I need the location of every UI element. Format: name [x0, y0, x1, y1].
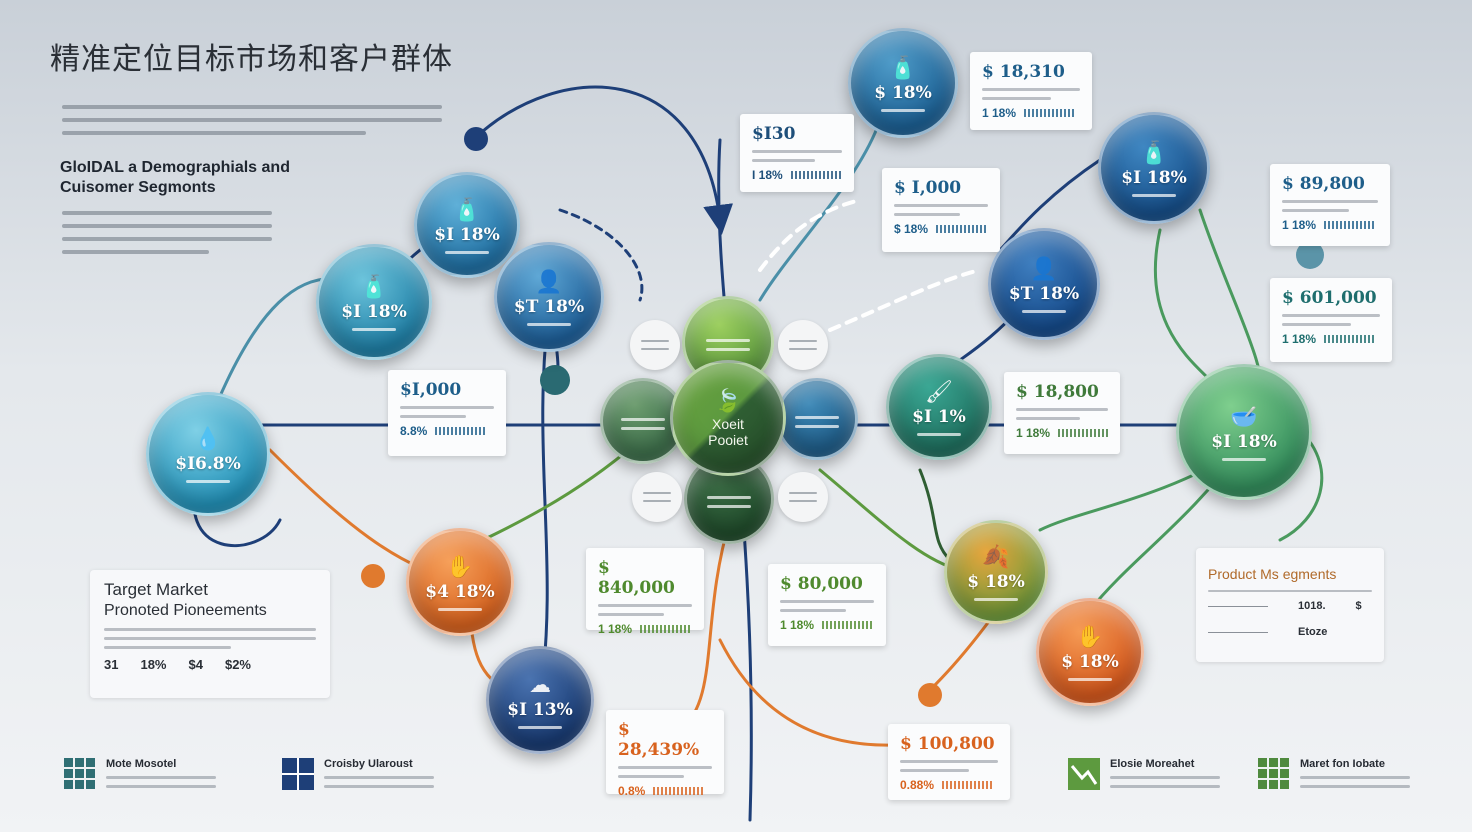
target-stat-2: 18%	[140, 657, 167, 672]
bottle-icon: 🧴	[453, 196, 481, 222]
segment-node-value: $ 18%	[874, 82, 932, 103]
center-label-2: Pooiet	[708, 432, 748, 448]
chart-icon	[1068, 758, 1100, 790]
connector-dot-orange-bottom	[918, 683, 942, 707]
segment-node-7[interactable]: 👤 $T 18%	[988, 228, 1100, 340]
segment-node-value: $I6.8%	[175, 453, 241, 474]
grid-icon	[64, 758, 95, 789]
segment-node-value: $T 18%	[1008, 283, 1080, 304]
leaf-icon: 🍃	[714, 388, 742, 413]
mini-node-1	[630, 320, 680, 370]
value-card-1: $ 18,310 1 18%	[970, 52, 1092, 130]
intro-text-block	[62, 96, 442, 144]
mini-node-3	[632, 472, 682, 522]
value-card-7: $ 18,800 1 18%	[1004, 372, 1120, 454]
mini-node-4	[778, 472, 828, 522]
product-title: Product Ms egments	[1208, 566, 1337, 582]
center-label-1: Xoeit	[712, 416, 744, 432]
leaf-icon: 🍂	[982, 543, 1010, 569]
product-row-1: 1018.	[1298, 600, 1326, 612]
segment-node-5[interactable]: 🧴 $ 18%	[848, 28, 958, 138]
connector-dot-orange-left	[361, 564, 385, 588]
page-title: 精准定位目标市场和客户群体	[50, 42, 453, 77]
person-icon: 👤	[1030, 255, 1058, 281]
product-row-2: Etoze	[1298, 626, 1328, 638]
segment-node-value: $I 18%	[1121, 167, 1187, 188]
segment-node-13[interactable]: ☁ $I 13%	[486, 646, 594, 754]
subtitle-text-block	[62, 202, 272, 263]
value-card-4: $ 89,800 1 18%	[1270, 164, 1390, 246]
person-icon: 👤	[535, 268, 563, 294]
target-title-1: Target Market	[104, 580, 208, 599]
value-card-11: $ 100,800 0.88%	[888, 724, 1010, 800]
segment-node-3[interactable]: 👤 $T 18%	[494, 242, 604, 352]
center-hub-node[interactable]: 🍃 Xoeit Pooiet	[670, 360, 786, 476]
footer-item-2: Croisby Ularoust	[282, 758, 434, 794]
value-card-8: $ 840,000 1 18%	[586, 548, 704, 636]
cross-grid-icon	[282, 758, 314, 790]
product-segments-box: Product Ms egments 1018. $ Etoze	[1196, 548, 1384, 662]
mini-node-2	[778, 320, 828, 370]
segment-node-value: $4 18%	[425, 581, 495, 602]
footer-item-1: Mote Mosotel	[64, 758, 216, 794]
target-market-box: Target Market Pronoted Pioneements 31 18…	[90, 570, 330, 698]
brush-icon: 🖌	[925, 378, 953, 404]
bottle-icon: 🧴	[889, 54, 917, 80]
bottle-icon: 🧴	[360, 273, 388, 299]
target-stat-3: $4	[188, 657, 203, 672]
connector-dot-right	[1296, 241, 1324, 269]
bottle-icon: 🧴	[1140, 139, 1168, 165]
segment-node-10[interactable]: ✋ $4 18%	[406, 528, 514, 636]
target-title-2: Pronoted Pioneements	[104, 602, 267, 619]
drop-icon: 💧	[194, 425, 222, 451]
target-stat-1: 31	[104, 657, 119, 672]
footer-item-4: Maret fon Iobate	[1258, 758, 1410, 794]
segment-node-value: $I 1%	[912, 406, 966, 427]
grid-icon	[1258, 758, 1289, 789]
line-top-arc	[473, 85, 734, 235]
segment-node-8[interactable]: 🖌 $I 1%	[886, 354, 992, 460]
value-card-9: $ 80,000 1 18%	[768, 564, 886, 646]
value-card-2: $I30 I 18%	[740, 114, 854, 192]
segment-node-value: $I 18%	[434, 224, 500, 245]
hand-icon: ✋	[1076, 623, 1104, 649]
segment-node-value: $I 18%	[1211, 431, 1277, 452]
segment-node-6[interactable]: 🧴 $I 18%	[1098, 112, 1210, 224]
value-card-3: $ I,000 $ 18%	[882, 168, 1000, 252]
segment-node-12[interactable]: ✋ $ 18%	[1036, 598, 1144, 706]
product-row-1b: $	[1355, 600, 1362, 612]
value-card-5: $ 601,000 1 18%	[1270, 278, 1392, 362]
segment-node-2[interactable]: 🧴 $I 18%	[316, 244, 432, 360]
segment-node-value: $T 18%	[513, 296, 585, 317]
segment-node-4[interactable]: 💧 $I6.8%	[146, 392, 270, 516]
connector-dot-top	[464, 127, 488, 151]
cloud-icon: ☁	[529, 671, 551, 697]
connector-dot-teal	[540, 365, 570, 395]
target-stat-4: $2%	[224, 657, 251, 672]
center-right-node[interactable]	[776, 378, 858, 460]
segment-node-11[interactable]: 🍂 $ 18%	[944, 520, 1048, 624]
segment-node-value: $I 13%	[507, 699, 573, 720]
segment-node-1[interactable]: 🧴 $I 18%	[414, 172, 520, 278]
footer-item-3: Elosie Moreahet	[1068, 758, 1220, 794]
segment-node-value: $I 18%	[341, 301, 407, 322]
value-card-10: $ 28,439% 0.8%	[606, 710, 724, 798]
segment-node-value: $ 18%	[967, 571, 1025, 592]
segment-node-value: $ 18%	[1061, 651, 1119, 672]
segment-node-9[interactable]: 🥣 $I 18%	[1176, 364, 1312, 500]
section-subtitle: GloIDAL a Demographials and Cuisomer Seg…	[60, 159, 290, 196]
bowl-icon: 🥣	[1230, 403, 1258, 429]
hand-icon: ✋	[446, 553, 474, 579]
value-card-6: $I,000 8.8%	[388, 370, 506, 456]
